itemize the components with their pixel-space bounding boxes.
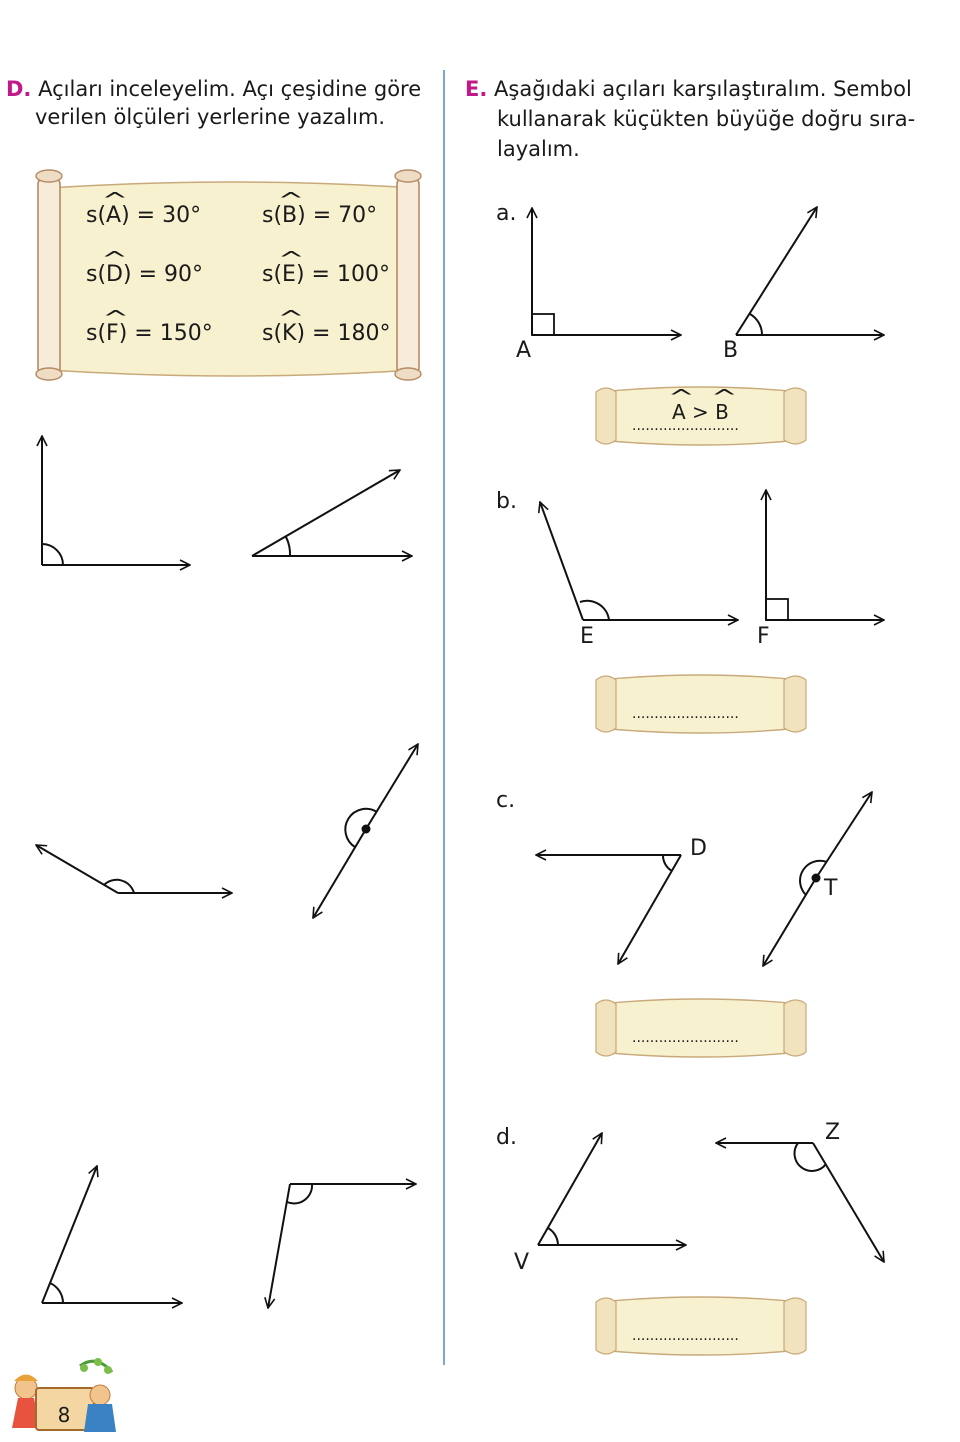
section-e-letter: E. xyxy=(465,77,488,101)
item-a-label: a. xyxy=(496,201,517,226)
measure-k: s(K) = 180° xyxy=(262,321,390,346)
e-angle-v xyxy=(537,1133,686,1245)
measure-a-letter: A xyxy=(106,203,121,228)
measure-d-suffix: ) = 90° xyxy=(123,262,203,287)
angle-d-name: D xyxy=(690,836,707,861)
answer-scroll-c xyxy=(595,998,807,1058)
answer-a: A > B xyxy=(672,400,729,424)
item-b-label: b. xyxy=(496,489,517,514)
measure-b-letter: B xyxy=(282,203,297,228)
measure-e: s(E) = 100° xyxy=(262,262,390,287)
section-e-line3: layalım. xyxy=(497,137,580,161)
measure-a: s(A) = 30° xyxy=(86,203,201,228)
measure-d: s(D) = 90° xyxy=(86,262,203,287)
section-e-line1: Aşağıdaki açıları karşılaştıralım. Sembo… xyxy=(494,77,912,101)
measure-e-suffix: ) = 100° xyxy=(295,262,390,287)
answer-scroll-b xyxy=(595,674,807,734)
page-number: 8 xyxy=(57,1403,71,1427)
answer-d-dots[interactable]: ........................ xyxy=(632,1328,739,1344)
d-angle-180 xyxy=(313,744,418,918)
answer-scroll-a xyxy=(595,386,807,446)
e-angle-z xyxy=(716,1143,884,1262)
measures-scroll xyxy=(35,169,422,381)
section-d-line1: Açıları inceleyelim. Açı çeşidine göre xyxy=(38,77,422,101)
section-e-line2: kullanarak küçükten büyüğe doğru sıra- xyxy=(497,107,916,131)
e-angle-t xyxy=(763,792,872,966)
d-angle-30 xyxy=(251,470,412,556)
item-d-label: d. xyxy=(496,1125,517,1150)
answer-a-right: B xyxy=(715,400,729,424)
measure-e-letter: E xyxy=(282,262,296,287)
d-angle-100 xyxy=(268,1184,416,1308)
angle-b-name: B xyxy=(723,338,739,363)
d-angle-70 xyxy=(41,1166,182,1303)
measure-f-letter: F xyxy=(106,321,119,346)
section-d-letter: D. xyxy=(6,77,32,101)
d-angle-right xyxy=(42,436,190,565)
measure-b: s(B) = 70° xyxy=(262,203,377,228)
measure-f-suffix: ) = 150° xyxy=(118,321,213,346)
angle-e-name: E xyxy=(580,624,594,649)
answer-c-dots[interactable]: ........................ xyxy=(632,1030,739,1046)
measure-b-suffix: ) = 70° xyxy=(297,203,378,228)
column-divider xyxy=(443,70,445,1365)
measure-a-suffix: ) = 30° xyxy=(121,203,202,228)
section-d-heading: D. Açıları inceleyelim. Açı çeşidine gör… xyxy=(6,76,421,103)
answer-b-dots[interactable]: ........................ xyxy=(632,706,739,722)
e-angle-d xyxy=(536,855,682,964)
angle-t-name: T xyxy=(824,876,838,901)
angle-f-name: F xyxy=(757,624,770,649)
item-c-label: c. xyxy=(496,788,516,813)
angle-v-name: V xyxy=(514,1250,530,1275)
answer-a-operator: > xyxy=(692,400,709,424)
measure-f-prefix: s( xyxy=(86,321,107,346)
section-d-line2: verilen ölçüleri yerlerine yazalım. xyxy=(35,105,386,129)
measure-k-suffix: ) = 180° xyxy=(296,321,391,346)
measure-k-letter: K xyxy=(282,321,296,346)
e-angle-f-right xyxy=(766,490,884,620)
section-e-heading: E. Aşağıdaki açıları karşılaştıralım. Se… xyxy=(465,76,912,103)
e-angle-b xyxy=(735,207,884,335)
e-angle-a-right xyxy=(532,208,681,335)
measure-d-letter: D xyxy=(106,262,123,287)
measure-f: s(F) = 150° xyxy=(86,321,213,346)
kids-illustration xyxy=(12,1358,116,1432)
d-angle-150 xyxy=(36,845,232,893)
answer-a-left: A xyxy=(672,400,686,424)
angle-z-name: Z xyxy=(825,1120,841,1145)
answer-scroll-d xyxy=(595,1296,807,1356)
e-angle-e xyxy=(540,502,738,620)
answer-a-dots[interactable]: ........................ xyxy=(632,418,739,434)
angle-a-name: A xyxy=(516,338,532,363)
